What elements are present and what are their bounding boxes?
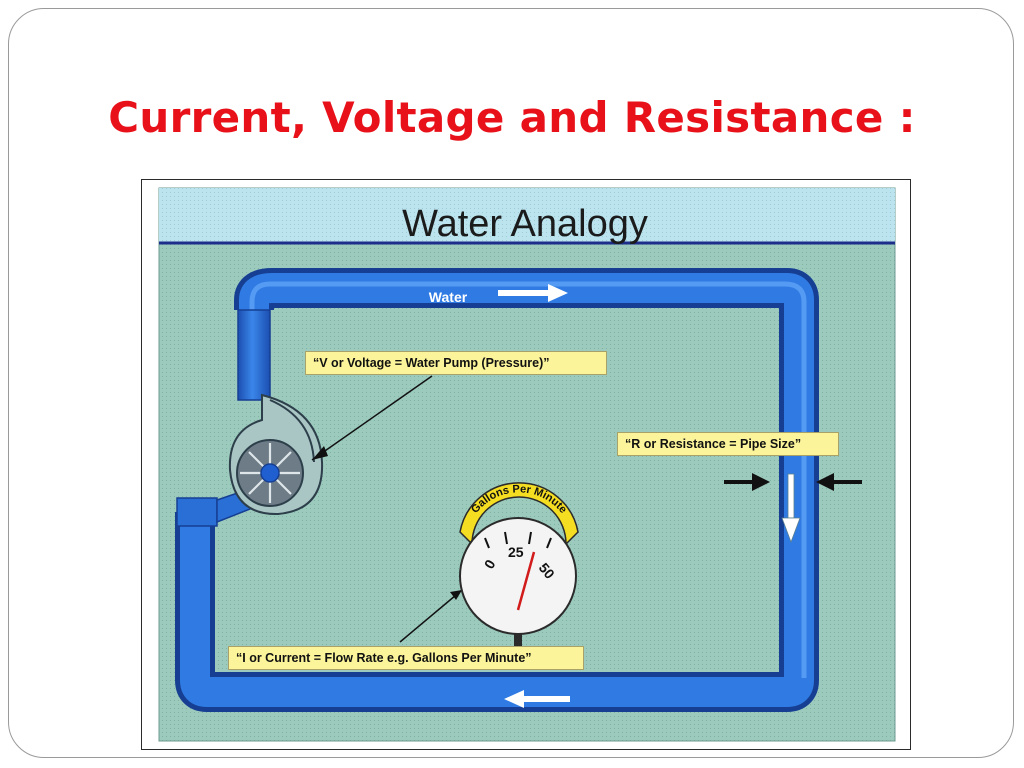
slide-title: Current, Voltage and Resistance : [108,93,916,142]
flow-label: Water [429,289,468,305]
flow-arrow-bottom [504,690,570,708]
diagram-heading: Water Analogy [402,203,648,245]
voltage-label: “V or Voltage = Water Pump (Pressure)” [305,351,607,375]
pump-volute [269,399,315,463]
water-analogy-figure: Gallons Per Minute 0 25 50 Water Analogy… [141,179,911,750]
current-pointer-line [399,589,463,643]
resistance-arrow-right [816,473,862,491]
pipe-loop-shine [249,281,807,678]
gauge-tick-b [504,531,508,545]
voltage-pointer-line [311,375,433,461]
pump-inlet-pipe [237,309,271,401]
gauge-tick-d [546,537,552,549]
resistance-label: “R or Resistance = Pipe Size” [617,432,839,456]
header-band [159,188,895,243]
gauge-tick-a [484,537,490,549]
gauge-tick-25: 25 [508,544,524,560]
flow-arrow-down [781,473,801,544]
pump-hub [260,463,280,483]
current-label: “I or Current = Flow Rate e.g. Gallons P… [228,646,584,670]
gauge-face [459,517,577,635]
resistance-arrow-left [724,473,770,491]
current-pointer-head [450,590,462,600]
gauge-tick-c [528,531,532,545]
voltage-pointer-head [312,446,328,460]
pump-outlet-pipe [176,497,218,527]
flow-arrow-top [498,284,568,302]
pipe-loop-highlight [180,273,814,707]
gauge-needle [516,551,536,611]
